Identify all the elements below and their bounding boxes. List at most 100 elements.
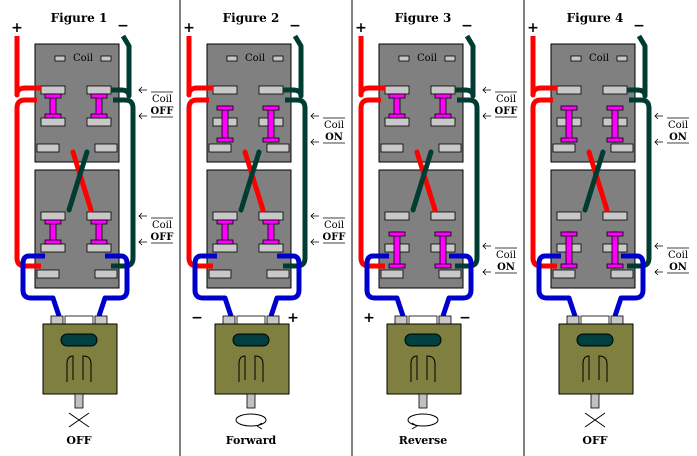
wire-positive-cross <box>414 149 438 213</box>
relay-1-coil-label: Coil <box>589 53 609 64</box>
wire-motor-a <box>364 253 406 317</box>
state-arrow <box>138 238 147 246</box>
motor-brush <box>60 333 98 347</box>
contact-arm-cap <box>262 219 280 225</box>
contact-nc <box>258 211 284 221</box>
contact-arm-cap <box>434 93 452 99</box>
contact-no <box>212 243 238 253</box>
motor-cap <box>236 315 266 325</box>
relay-1-state-coil: Coil <box>152 94 172 105</box>
relay-2-state-value: OFF <box>323 232 346 243</box>
relay-1-coil-label: Coil <box>245 53 265 64</box>
contact-pad <box>438 143 462 153</box>
motor-shaft <box>590 393 600 409</box>
contact-nc <box>384 211 410 221</box>
contact-pad <box>36 269 60 279</box>
relay-1-state-value: OFF <box>495 106 518 117</box>
contact-arm-cap <box>216 137 234 143</box>
wire-positive <box>358 36 385 98</box>
contact-arm <box>565 231 573 269</box>
relay-1-body <box>34 43 120 163</box>
contact-pad <box>552 143 576 153</box>
wire-negative-cross <box>238 149 262 213</box>
contact-no <box>40 243 66 253</box>
wire-motor-a <box>20 253 62 317</box>
state-arrow <box>482 268 491 276</box>
motor-polarity-right: + <box>287 310 299 326</box>
relay-1-state-value: ON <box>669 132 687 143</box>
contact-arm <box>611 105 619 143</box>
coil-marker <box>616 55 628 62</box>
contact-arm <box>611 231 619 269</box>
wire-negative <box>455 34 476 99</box>
wire-positive-cross <box>242 149 266 213</box>
contact-pad <box>438 269 462 279</box>
state-arrow <box>310 238 319 246</box>
polarity-plus: + <box>527 20 539 36</box>
contact-nc <box>86 85 112 95</box>
contact-arm-cap <box>90 113 108 119</box>
wire-negative-cross <box>582 149 606 213</box>
figure-title: Figure 3 <box>395 11 452 25</box>
state-arrow <box>654 138 663 146</box>
relay-2-state-coil: Coil <box>668 250 688 261</box>
contact-pad <box>36 143 60 153</box>
contact-nc <box>40 85 66 95</box>
contact-arm-cap <box>606 105 624 111</box>
figure-title: Figure 2 <box>223 11 280 25</box>
motor-shaft <box>418 393 428 409</box>
figure-title: Figure 4 <box>567 11 624 25</box>
rotate-arrowhead <box>411 422 418 430</box>
contact-nc <box>556 85 582 95</box>
motor-brush <box>232 333 270 347</box>
polarity-minus: − <box>461 18 473 34</box>
wire-motor-a <box>536 253 578 317</box>
wire-motor-b <box>268 253 302 317</box>
state-arrow <box>310 212 319 220</box>
rotate-arrowhead <box>256 422 263 430</box>
wire-negative-cross <box>66 149 90 213</box>
polarity-minus: − <box>289 18 301 34</box>
polarity-minus: − <box>633 18 645 34</box>
contact-arm-cap <box>560 231 578 237</box>
coil-marker <box>444 55 456 62</box>
contact-nc <box>384 85 410 95</box>
contact-arm-cap <box>90 93 108 99</box>
contact-pad <box>380 269 404 279</box>
state-arrow <box>138 212 147 220</box>
wire-positive-cross <box>70 149 94 213</box>
contact-arm-cap <box>388 113 406 119</box>
relay-2-state-coil: Coil <box>496 250 516 261</box>
contact-no <box>40 117 66 127</box>
contact-nc <box>556 211 582 221</box>
contact-arm-cap <box>216 105 234 111</box>
wire-negative <box>627 34 648 99</box>
wire-motor-b <box>440 253 474 317</box>
contact-arm <box>393 231 401 269</box>
motor-polarity-left: + <box>363 310 375 326</box>
wire-motor-b <box>96 253 130 317</box>
relay-1-body <box>378 43 464 163</box>
state-arrow <box>138 86 147 94</box>
wire-motor-a <box>192 253 234 317</box>
contact-no <box>258 243 284 253</box>
state-arrow <box>310 112 319 120</box>
motor-magnet <box>238 355 264 382</box>
contact-arm-cap <box>560 105 578 111</box>
state-arrow <box>654 112 663 120</box>
state-arrow <box>310 138 319 146</box>
relay-1-coil-label: Coil <box>73 53 93 64</box>
contact-no <box>86 243 112 253</box>
contact-arm-cap <box>606 137 624 143</box>
contact-pad <box>610 143 634 153</box>
state-arrow <box>654 268 663 276</box>
contact-nc <box>212 211 238 221</box>
contact-pad <box>380 143 404 153</box>
state-arrow <box>482 242 491 250</box>
coil-marker <box>100 55 112 62</box>
wire-positive <box>186 36 213 98</box>
polarity-minus: − <box>117 18 129 34</box>
